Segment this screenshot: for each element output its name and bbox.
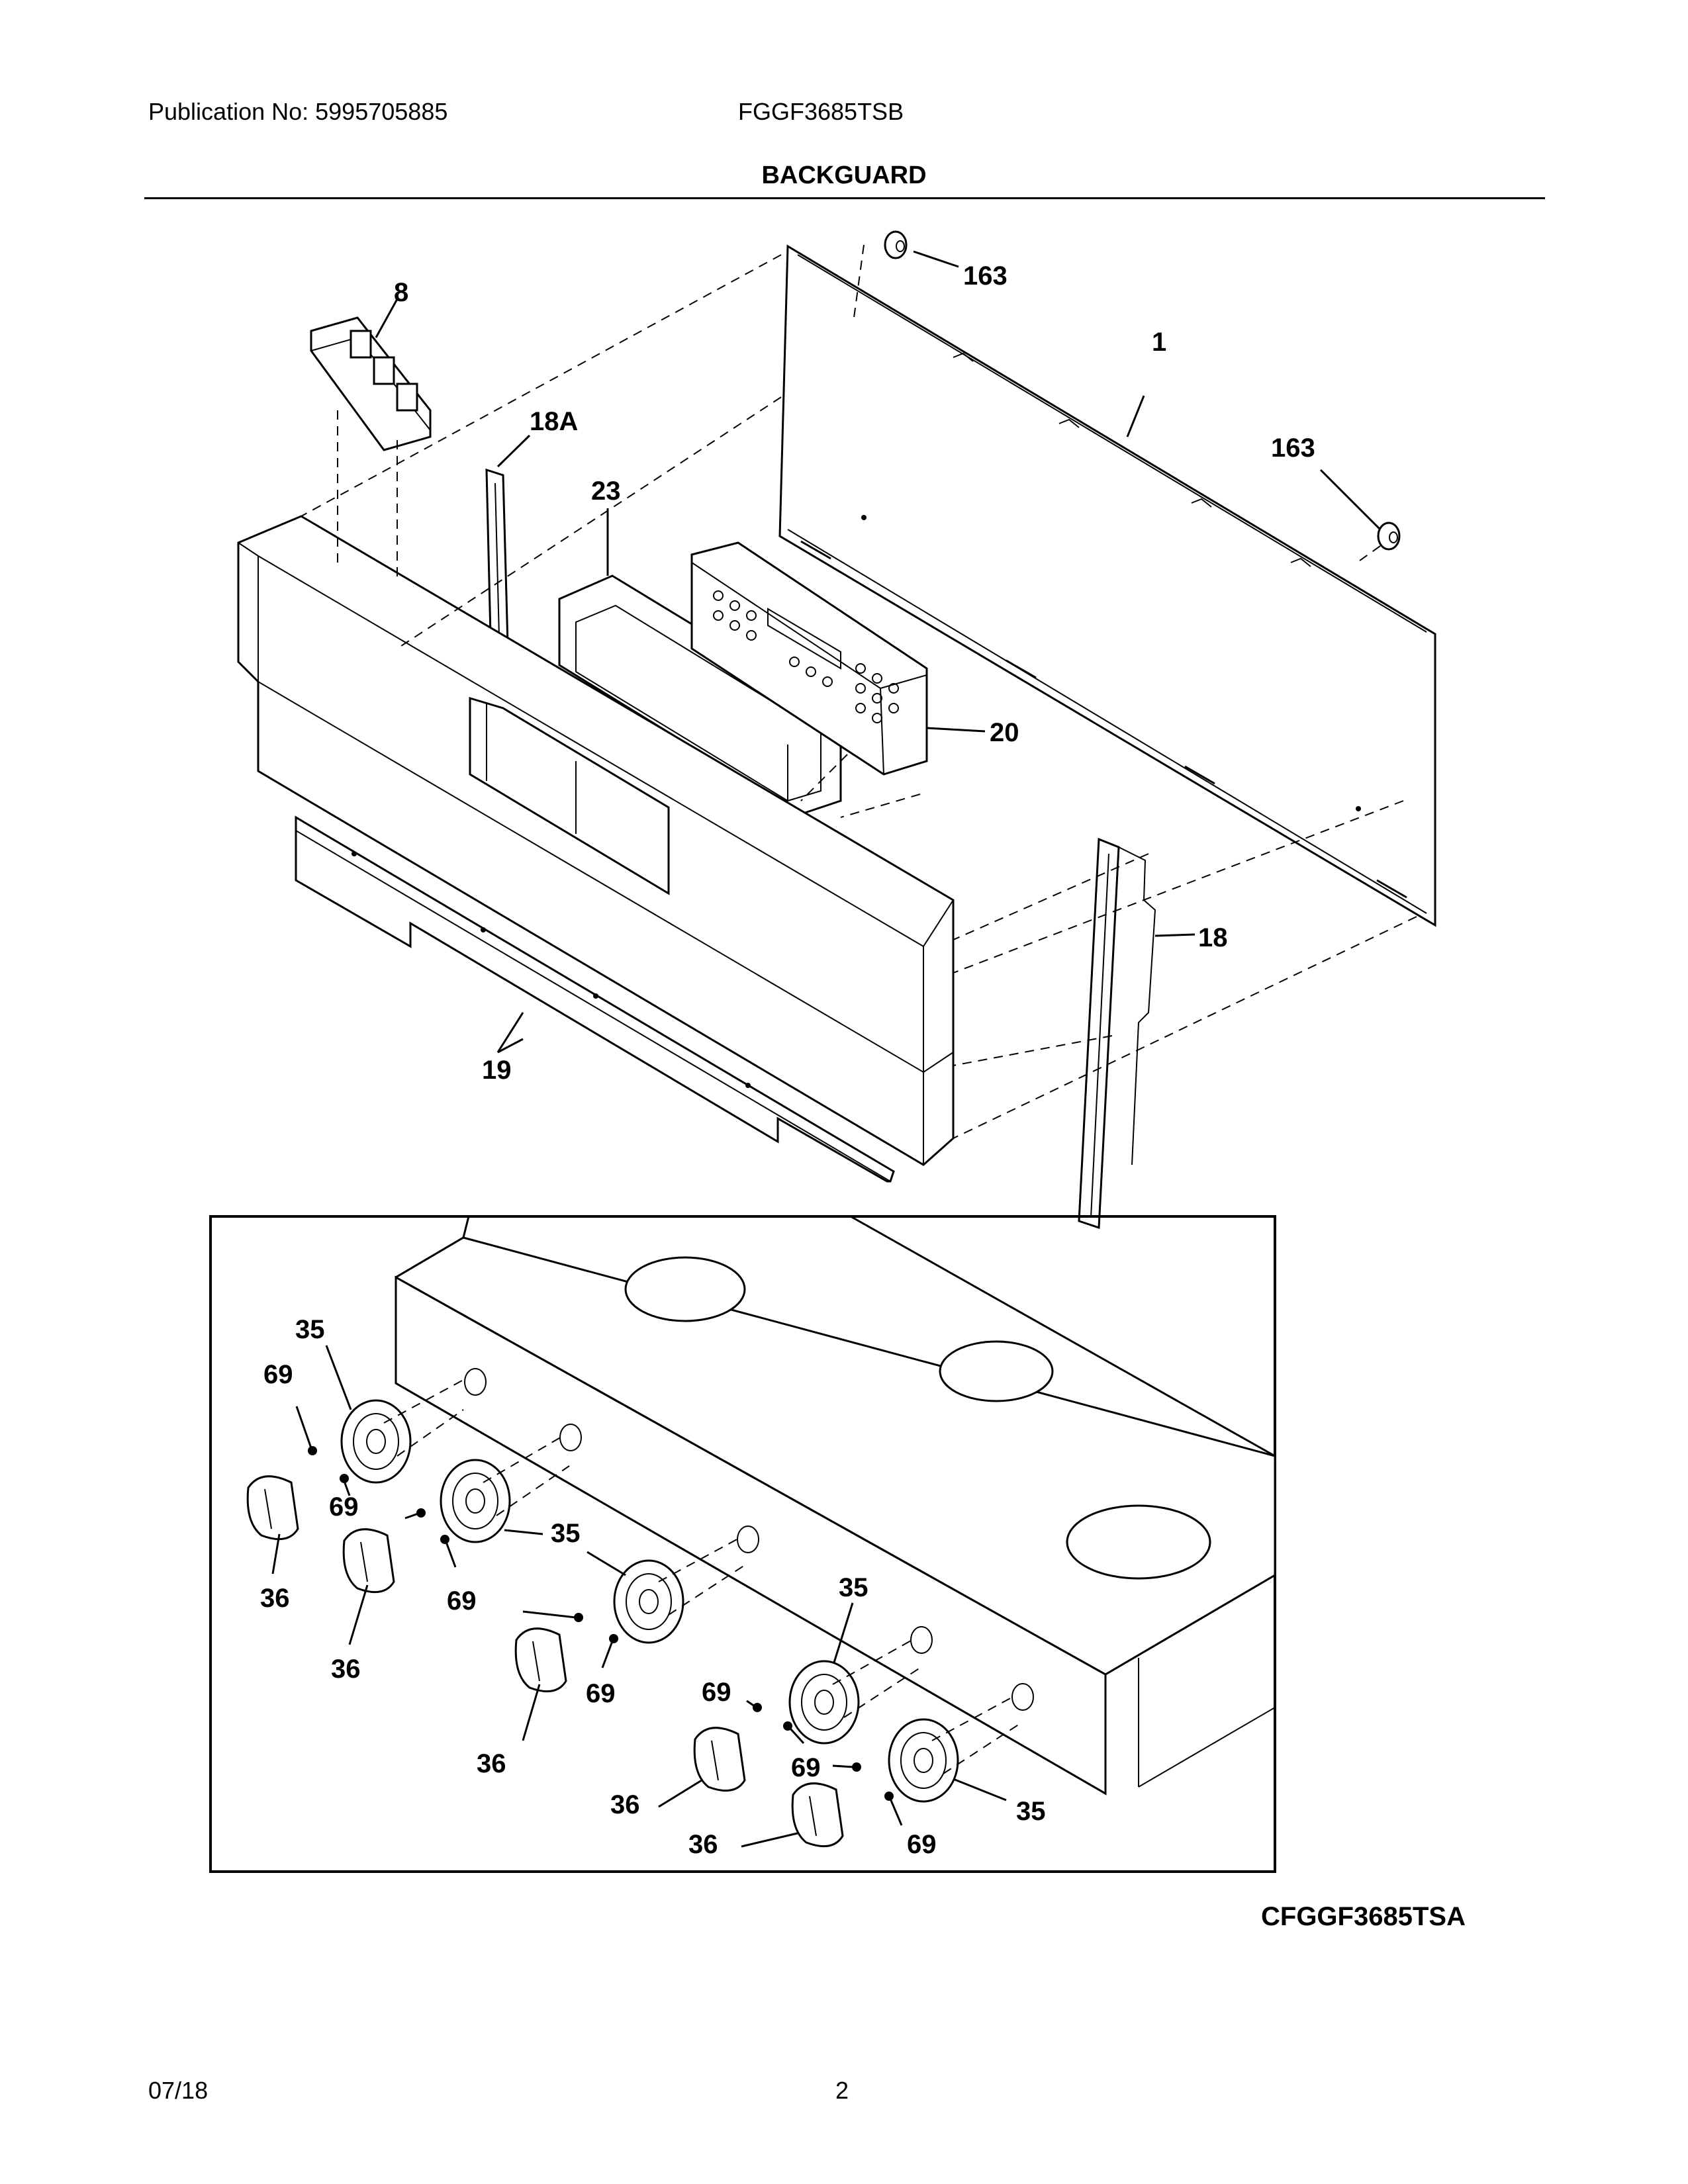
diagram-id: CFGGF3685TSA xyxy=(1261,1902,1466,1931)
callout-36-e: 36 xyxy=(688,1830,718,1859)
backguard-panel xyxy=(237,515,955,1166)
callout-163-top: 163 xyxy=(963,261,1008,291)
rear-panel xyxy=(778,244,1436,927)
callout-18: 18 xyxy=(1198,923,1228,952)
page-number: 2 xyxy=(835,2077,849,2104)
callout-35-b: 35 xyxy=(551,1519,581,1548)
callout-163-right: 163 xyxy=(1271,433,1315,463)
callout-35-a: 35 xyxy=(295,1315,325,1344)
publication-number: Publication No: 5995705885 xyxy=(148,98,448,125)
leaders-upper xyxy=(375,250,1382,1054)
alignment-lines xyxy=(301,244,1417,1139)
section-title: BACKGUARD xyxy=(761,161,927,189)
callout-36-b: 36 xyxy=(331,1655,361,1684)
panel-bracket xyxy=(295,815,895,1183)
callout-36-d: 36 xyxy=(610,1790,640,1819)
revision-date: 07/18 xyxy=(148,2077,209,2104)
spark-module xyxy=(310,316,432,451)
knob-alignment-lines xyxy=(383,1379,1020,1774)
screws xyxy=(295,1406,903,1826)
callout-8: 8 xyxy=(394,278,408,307)
callout-69-g: 69 xyxy=(907,1830,937,1859)
title-rule xyxy=(144,197,1545,199)
callout-69-c: 69 xyxy=(447,1586,477,1615)
callout-18a: 18A xyxy=(530,407,578,436)
spacer-right xyxy=(1377,522,1401,551)
callout-69-e: 69 xyxy=(702,1678,731,1707)
control-knobs xyxy=(246,1475,844,1848)
callout-36-a: 36 xyxy=(260,1584,290,1613)
callout-23: 23 xyxy=(591,477,621,506)
end-cap-right xyxy=(1078,837,1156,1230)
knob-bezels xyxy=(340,1399,959,1803)
callout-19: 19 xyxy=(482,1056,512,1085)
callout-69-a: 69 xyxy=(263,1360,293,1389)
callout-20: 20 xyxy=(990,718,1019,747)
callout-69-b: 69 xyxy=(329,1492,359,1522)
spacer-top xyxy=(884,230,908,259)
oven-control-board xyxy=(690,541,928,776)
callout-1: 1 xyxy=(1152,328,1166,357)
callout-69-d: 69 xyxy=(586,1679,616,1708)
model-number: FGGF3685TSB xyxy=(738,98,904,125)
callout-35-c: 35 xyxy=(839,1573,868,1602)
leaders-knobs xyxy=(271,1345,1007,1848)
callout-36-c: 36 xyxy=(477,1749,506,1778)
cooktop xyxy=(395,1215,1276,1796)
control-frame xyxy=(558,574,842,815)
callout-69-f: 69 xyxy=(791,1753,821,1782)
callout-35-d: 35 xyxy=(1016,1797,1046,1826)
